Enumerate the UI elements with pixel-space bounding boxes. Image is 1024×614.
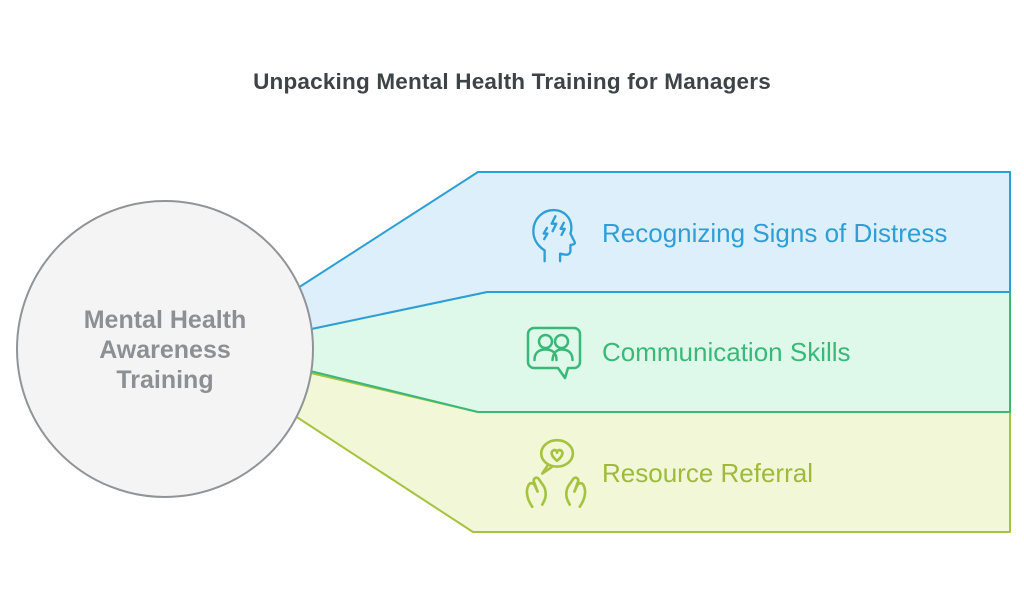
center-node-label: Mental Health Awareness Training <box>83 306 247 394</box>
stressed-head-icon <box>532 208 577 263</box>
banner-label-communication-skills: Communication Skills <box>602 336 851 367</box>
banner-label-recognizing-distress: Recognizing Signs of Distress <box>602 217 948 248</box>
banner-label-resource-referral: Resource Referral <box>602 457 813 488</box>
hands-heart-bubble-icon <box>525 438 587 509</box>
people-chat-bubble-icon <box>526 326 582 380</box>
center-node-circle <box>16 200 314 498</box>
page-title: Unpacking Mental Health Training for Man… <box>253 69 771 94</box>
